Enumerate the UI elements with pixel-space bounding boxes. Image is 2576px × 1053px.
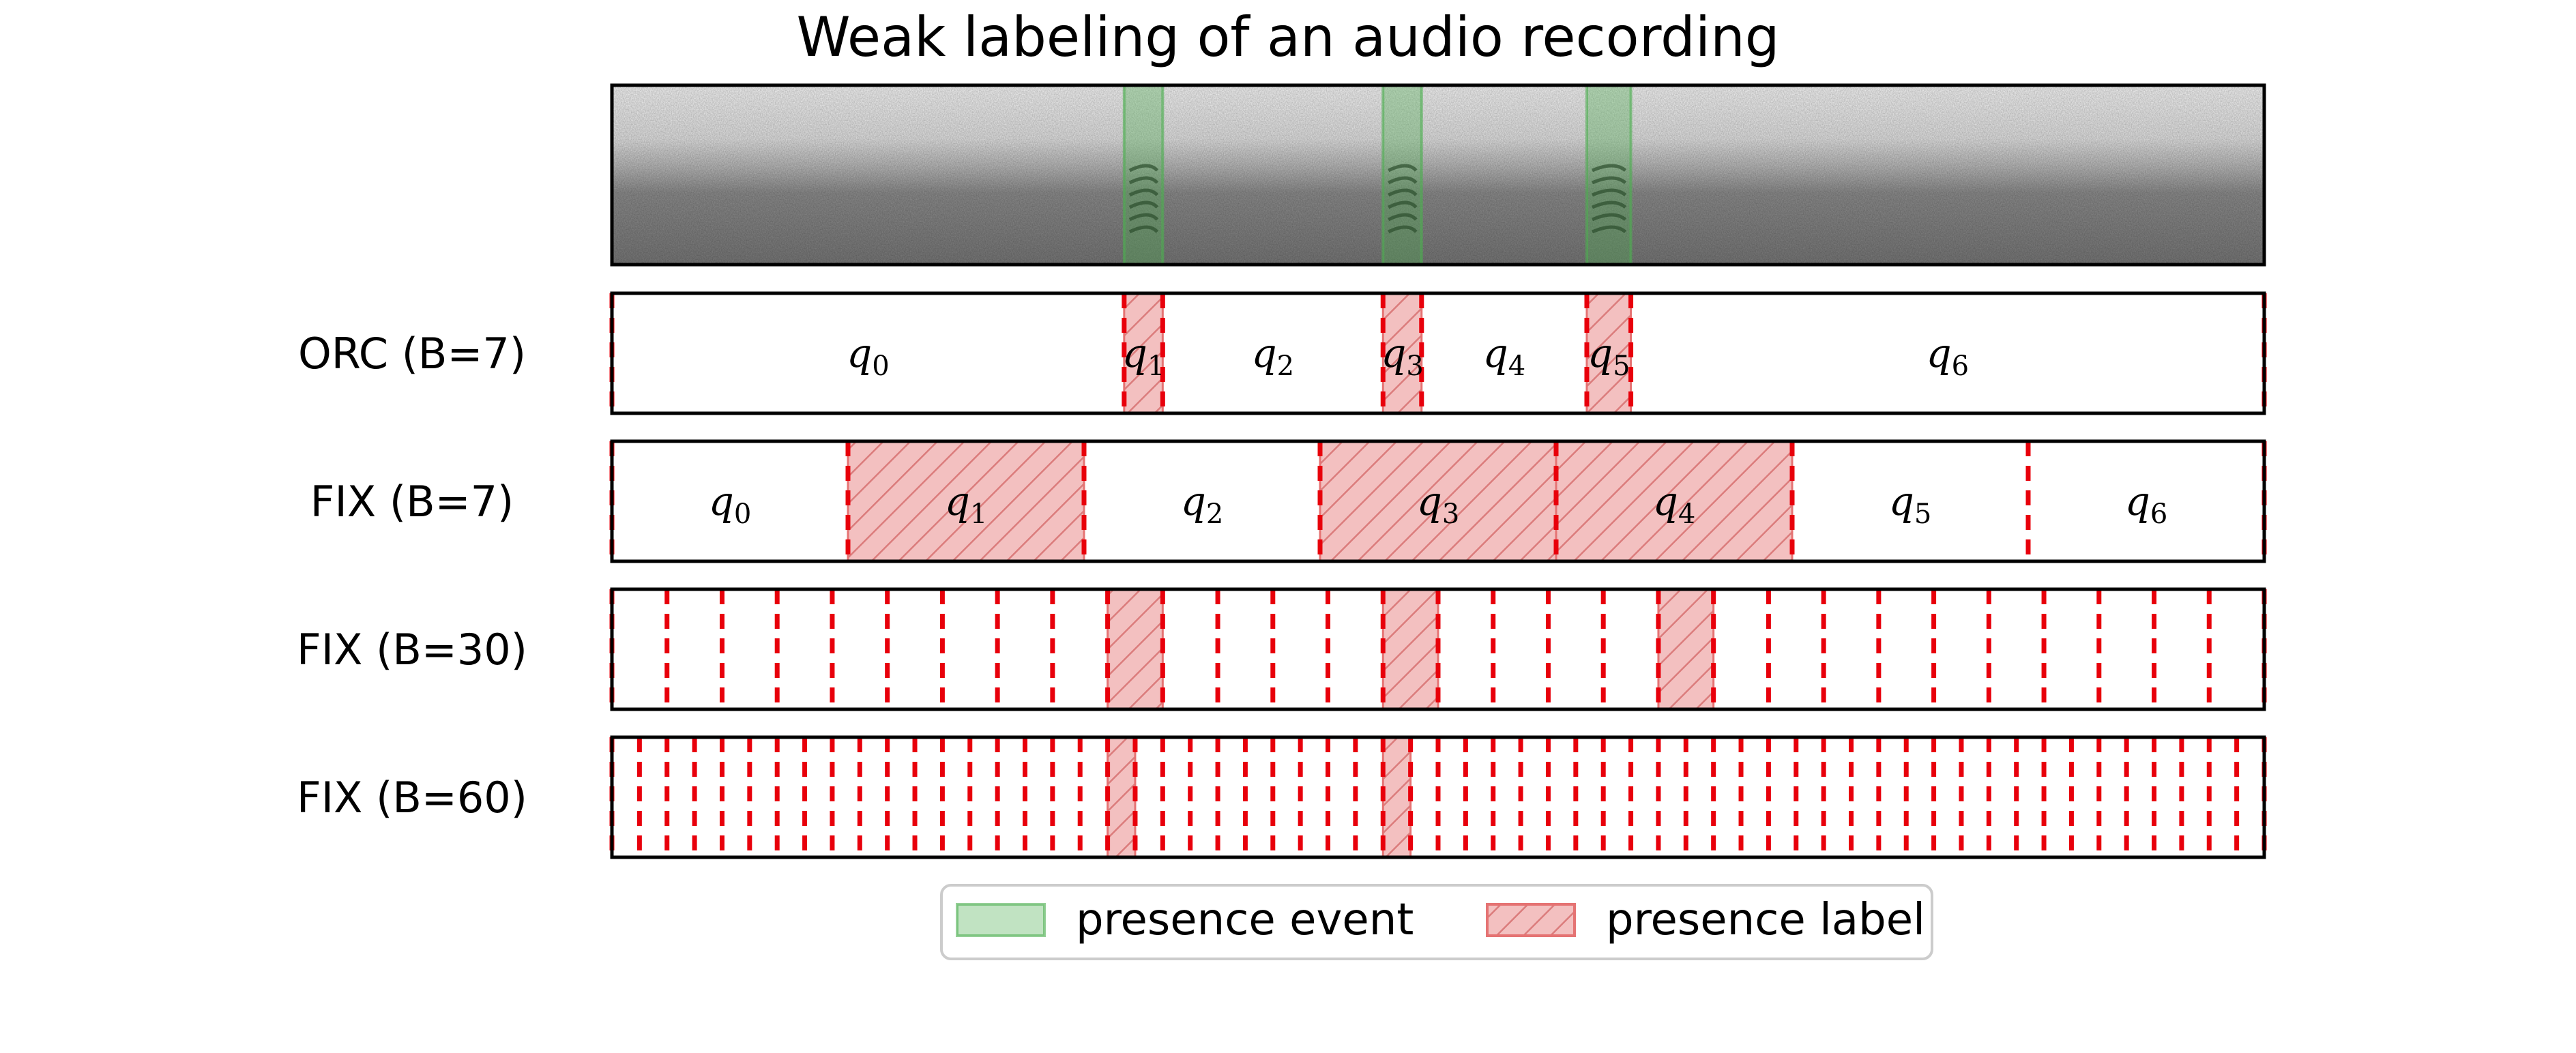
legend-label-event: presence event	[1076, 895, 1414, 945]
presence-label-segment	[1107, 588, 1164, 711]
presence-label-segment	[1381, 588, 1439, 711]
legend: presence event presence label	[940, 884, 1933, 960]
row-label: FIX (B=30)	[297, 625, 527, 674]
segment-label-q2: q2	[1181, 478, 1224, 530]
presence-event-1	[1381, 84, 1423, 266]
segment-label-q0: q0	[709, 478, 752, 530]
presence-event-0	[1122, 84, 1165, 266]
row-frame	[610, 439, 2266, 563]
row-label: FIX (B=60)	[297, 773, 527, 822]
row-2: FIX (B=30)	[297, 587, 2267, 711]
row-frame	[610, 735, 2266, 859]
segment-label-q4: q4	[1483, 330, 1526, 382]
row-frame	[610, 587, 2266, 711]
presence-label-segment	[1657, 588, 1715, 711]
presence-label-segment	[1555, 440, 1794, 563]
spectrogram-panel	[610, 83, 2266, 267]
segment-label-q2: q2	[1252, 330, 1295, 382]
segment-label-q6: q6	[2125, 478, 2168, 530]
segment-label-q5: q5	[1889, 478, 1932, 530]
legend-label-label: presence label	[1606, 895, 1925, 945]
legend-swatch-event	[956, 903, 1046, 937]
segment-label-q0: q0	[847, 330, 890, 382]
row-3: FIX (B=60)	[297, 735, 2267, 859]
legend-swatch-label	[1486, 903, 1576, 937]
row-frame	[610, 291, 2266, 415]
segment-label-q6: q6	[1926, 330, 1969, 382]
presence-event-2	[1585, 84, 1633, 266]
presence-label-segment	[1107, 736, 1137, 859]
segment-label-q4: q4	[1653, 478, 1696, 530]
figure-title: Weak labeling of an audio recording	[796, 5, 1779, 69]
row-label: ORC (B=7)	[298, 329, 526, 379]
row-label: FIX (B=7)	[310, 477, 514, 526]
presence-label-segment	[1381, 736, 1412, 859]
